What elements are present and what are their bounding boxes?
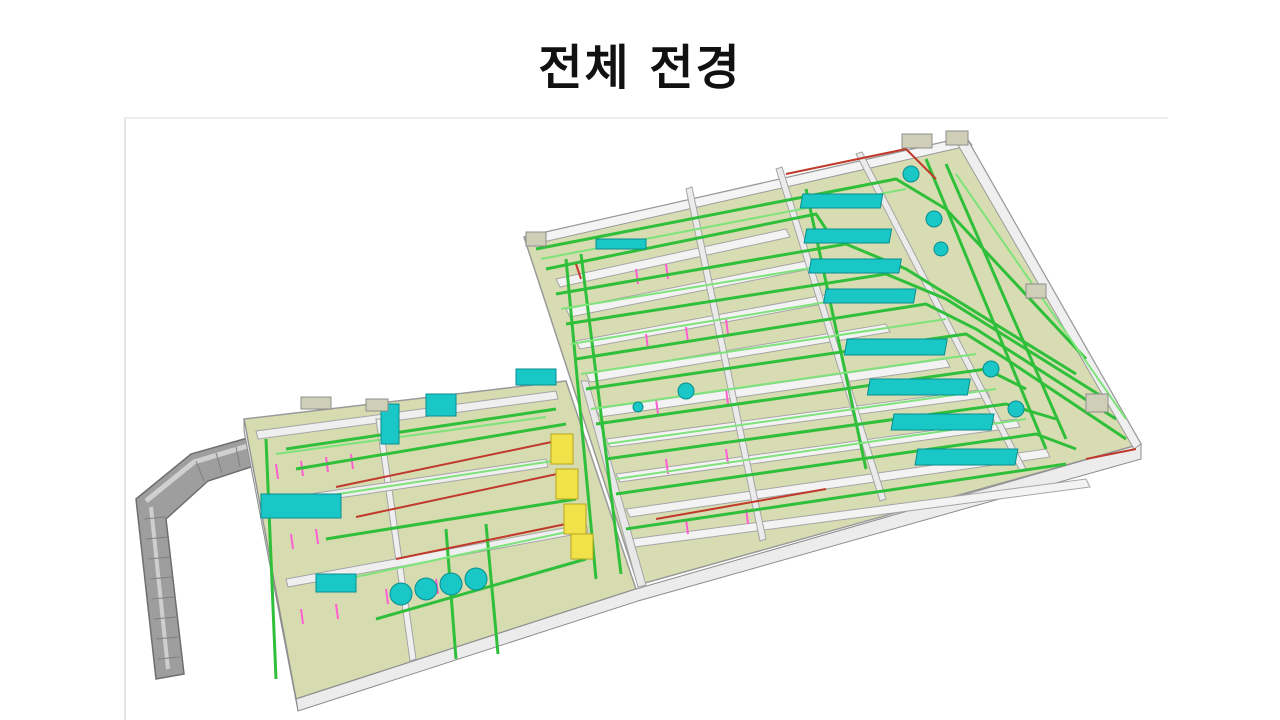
bim-model-image: [124, 117, 1168, 720]
floor-markers: [275, 263, 749, 625]
yellow-tanks: [550, 433, 594, 560]
bim-3d-plant-render: [135, 130, 1143, 712]
red-piping: [335, 147, 1137, 560]
cyan-equipment: [260, 165, 1025, 606]
green-piping: [264, 158, 1127, 680]
slide-title: 전체 전경: [538, 40, 742, 96]
grey-duct: [135, 436, 252, 680]
roof-fixtures: [300, 130, 1109, 413]
